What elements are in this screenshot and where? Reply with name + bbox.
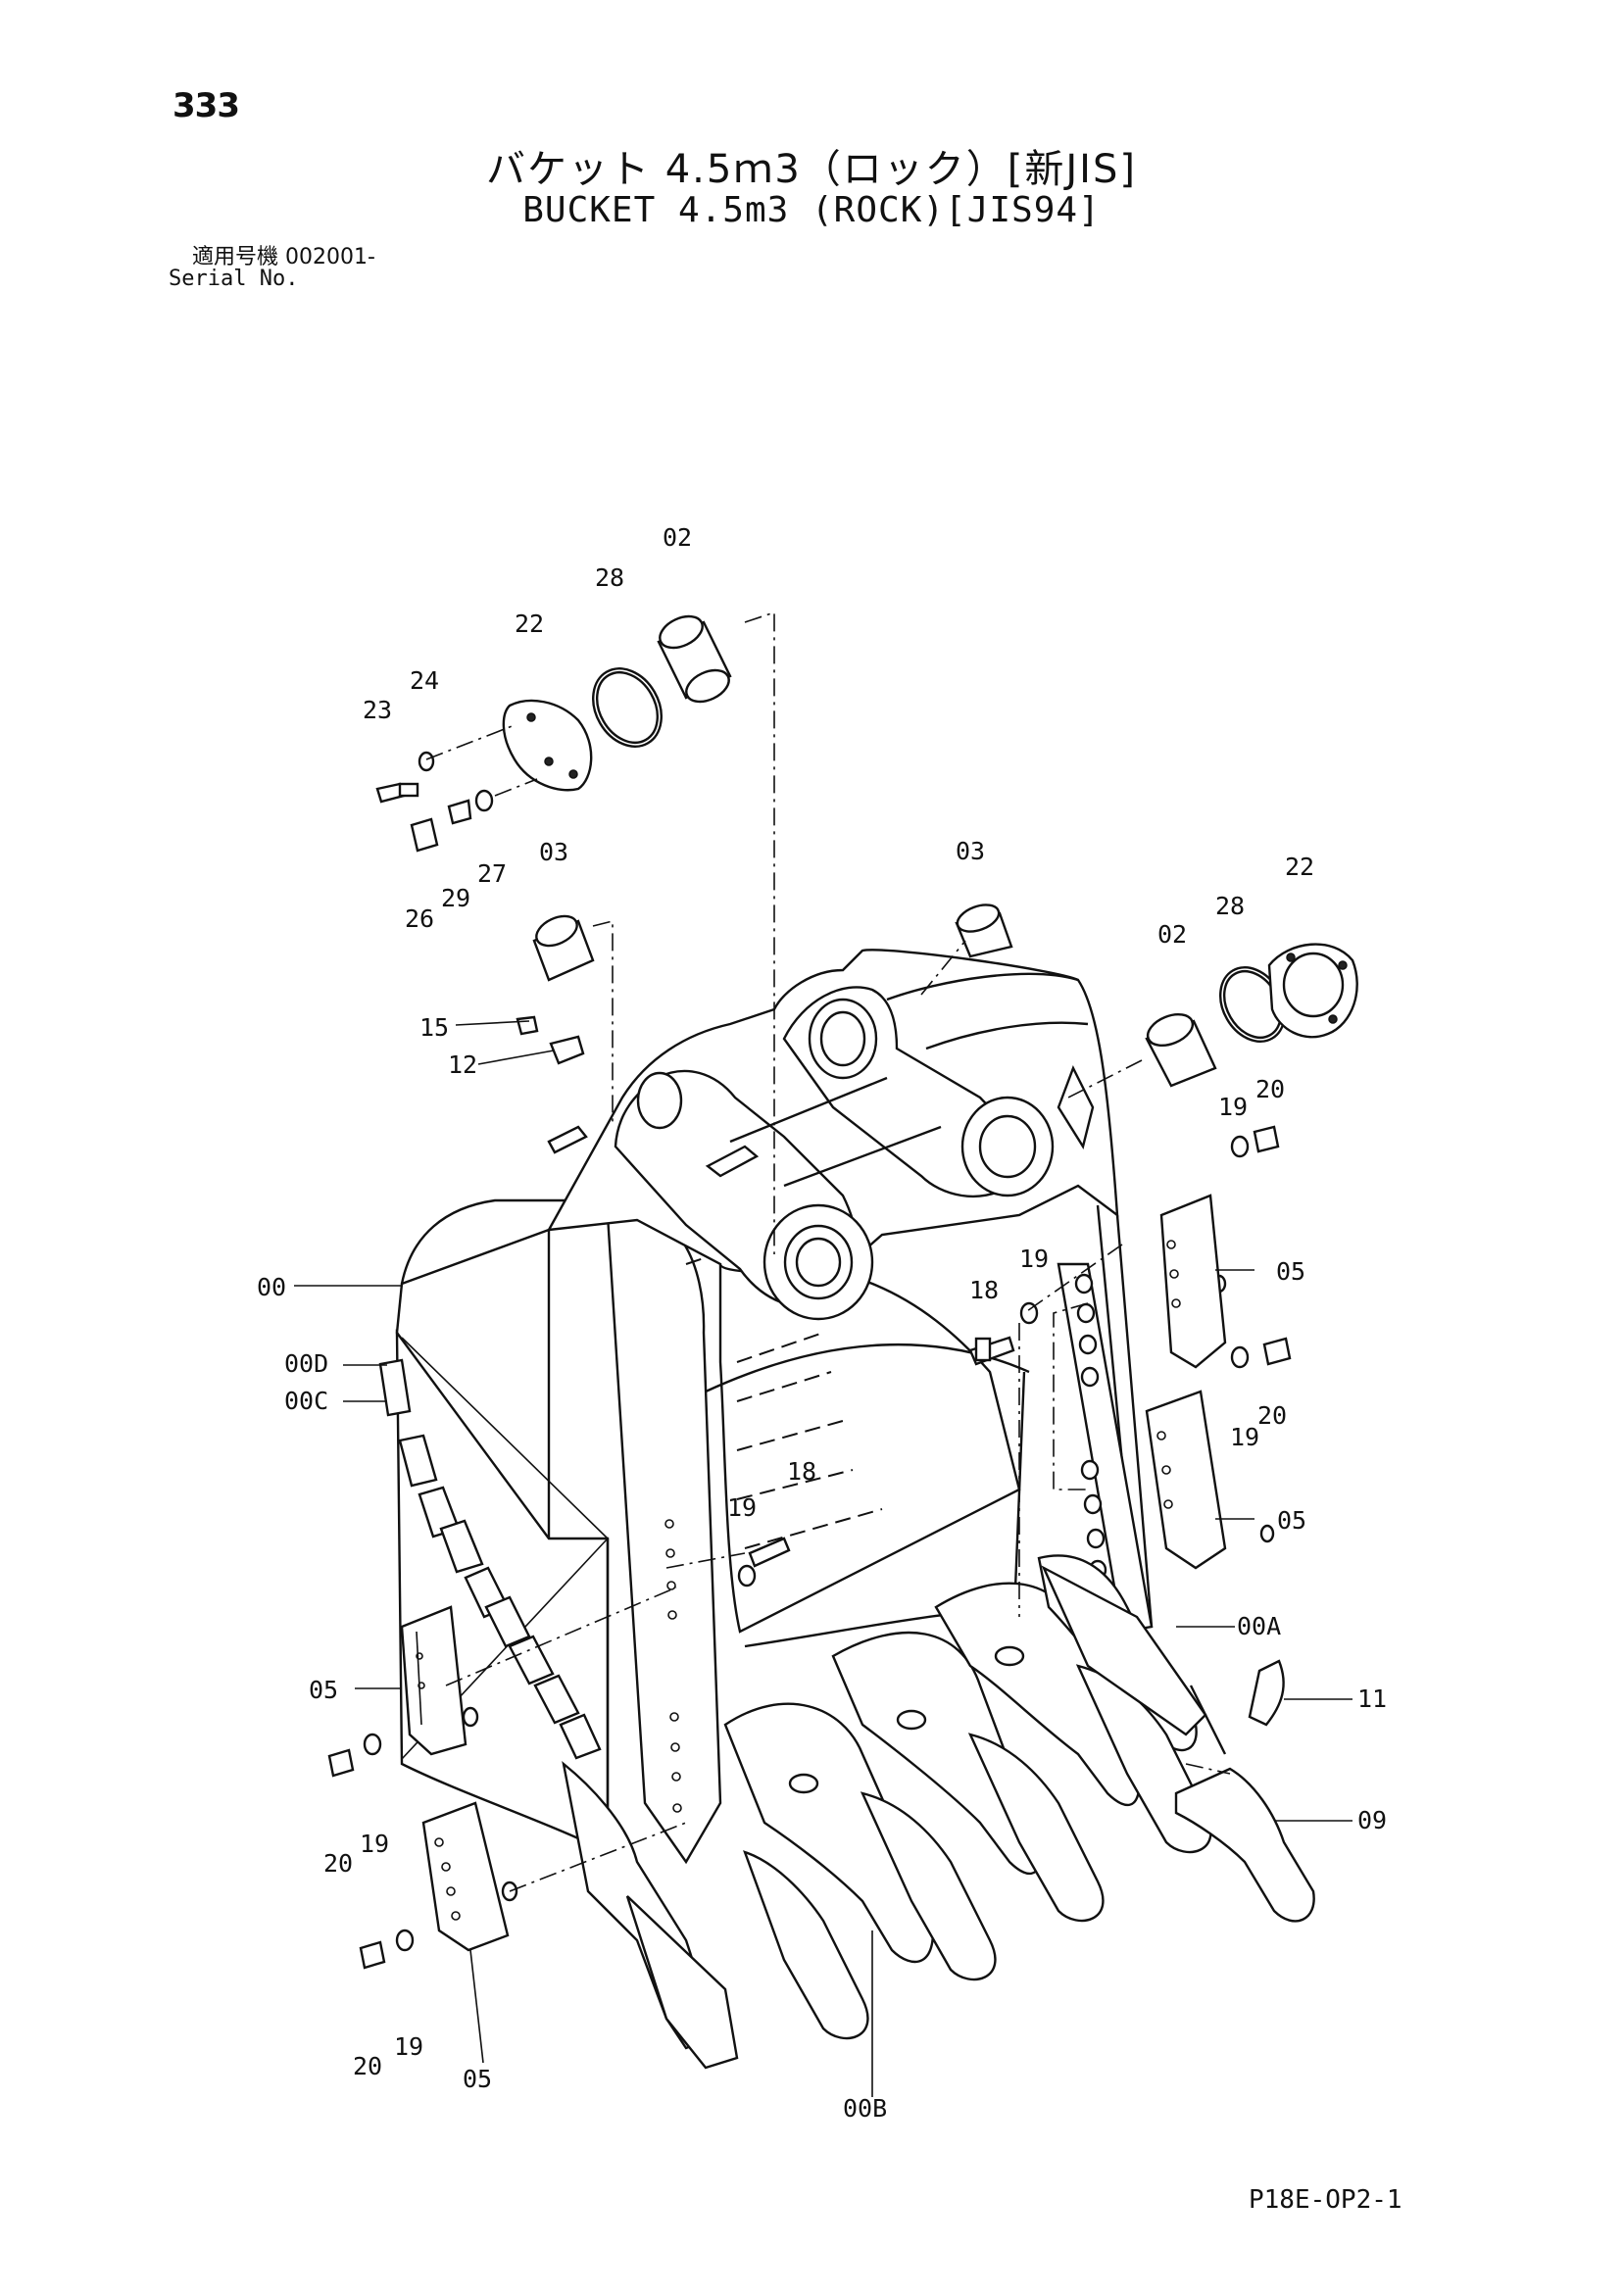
- teeth-row: [562, 1554, 1212, 2070]
- bushing-03-right: [955, 904, 1013, 958]
- callout-28-top: 28: [595, 563, 624, 592]
- spare-tooth-09: [1174, 1767, 1315, 1923]
- footer-code: P18E-OP2-1: [1249, 2185, 1402, 2215]
- callout-18-lower: 18: [787, 1457, 816, 1486]
- callout-12: 12: [448, 1050, 477, 1079]
- callout-23: 23: [363, 696, 392, 724]
- callout-20-left-lower: 20: [353, 2052, 382, 2080]
- callout-20-top-right: 20: [1255, 1075, 1285, 1103]
- leader-lines: [294, 611, 1352, 2097]
- callout-11: 11: [1357, 1685, 1387, 1713]
- callout-00C: 00C: [284, 1387, 328, 1415]
- callout-19-right-lower: 19: [1230, 1423, 1259, 1451]
- side-shroud-right-upper: [1159, 1194, 1227, 1369]
- serial-label-english: Serial No.: [169, 267, 299, 291]
- callout-03-right: 03: [956, 837, 985, 865]
- lock-pin-11: [1248, 1659, 1285, 1727]
- serial-label-japanese: 適用号機 002001-: [192, 245, 375, 269]
- callout-labels: 02 28 22 24 23 27 29 26 03 03 02 28 22 1…: [257, 523, 1387, 2123]
- callout-09: 09: [1357, 1806, 1387, 1834]
- callout-19-left-upper: 19: [360, 1830, 389, 1858]
- o-ring-left: [592, 667, 663, 748]
- callout-05-right-lower: 05: [1277, 1506, 1306, 1535]
- callout-00B: 00B: [843, 2094, 887, 2123]
- callout-03-left: 03: [539, 838, 568, 866]
- callout-00A: 00A: [1237, 1612, 1281, 1640]
- callout-27: 27: [477, 859, 507, 888]
- callout-18-upper: 18: [969, 1276, 999, 1304]
- callout-19-top-right: 19: [1218, 1093, 1248, 1121]
- callout-24: 24: [410, 666, 439, 695]
- callout-00: 00: [257, 1273, 286, 1301]
- side-cutter-chain: [378, 1358, 602, 1760]
- callout-26: 26: [405, 904, 434, 933]
- callout-05-left-upper: 05: [309, 1676, 338, 1704]
- bushing-03-left: [532, 914, 595, 982]
- side-shroud-left-upper: [400, 1605, 467, 1756]
- callout-20-right-lower: 20: [1257, 1401, 1287, 1430]
- side-shroud-right-lower: [1145, 1390, 1227, 1570]
- pin-cover-left: [502, 699, 593, 792]
- callout-29: 29: [441, 884, 470, 912]
- callout-22-top: 22: [515, 610, 544, 638]
- page-number: 333: [172, 86, 240, 125]
- pin-cover-right: [1267, 943, 1358, 1039]
- callout-05-right-upper: 05: [1276, 1257, 1305, 1286]
- title-japanese: バケット 4.5ｍ3（ロック）[新JIS]: [486, 147, 1137, 192]
- left-wall-bolt-holes: [664, 1519, 682, 1813]
- callout-19-mid: 19: [1019, 1245, 1049, 1273]
- small-hardware: [327, 751, 1292, 1970]
- bushing-02-right: [1145, 1013, 1217, 1088]
- bushing-upper: [657, 614, 732, 704]
- callout-22-right: 22: [1285, 853, 1314, 881]
- title-english: BUCKET 4.5m3 (ROCK)[JIS94]: [522, 190, 1101, 230]
- callout-05-left-lower: 05: [463, 2065, 492, 2093]
- callout-02-right: 02: [1157, 920, 1187, 949]
- callout-02-top: 02: [663, 523, 692, 552]
- callout-28-right: 28: [1215, 892, 1245, 920]
- callout-20-left-upper: 20: [323, 1849, 353, 1878]
- callout-19-lower: 19: [727, 1493, 757, 1522]
- side-shroud-left-lower: [421, 1801, 510, 1952]
- callout-00D: 00D: [284, 1349, 328, 1378]
- callout-19-left-lower: 19: [394, 2032, 423, 2061]
- callout-15: 15: [419, 1013, 449, 1042]
